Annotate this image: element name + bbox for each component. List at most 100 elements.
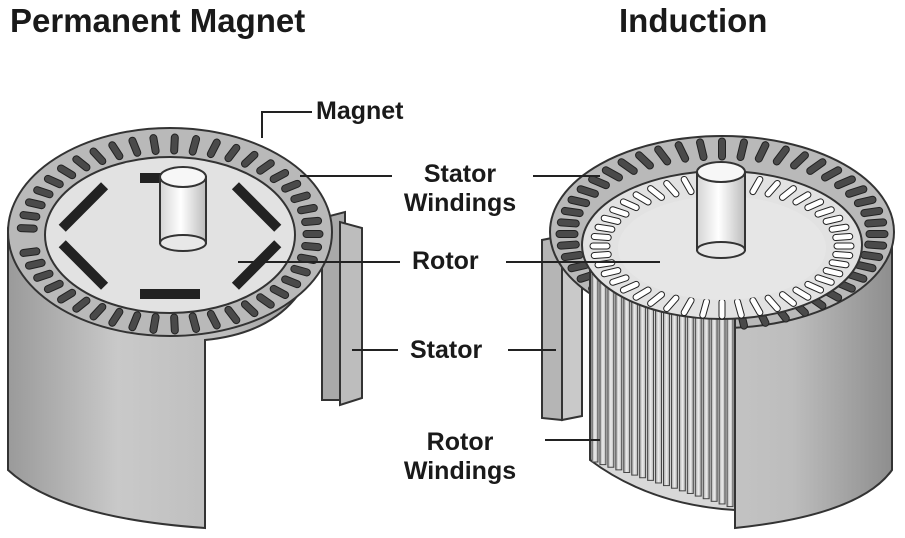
ind-stator-slot bbox=[567, 195, 591, 208]
ind-stator-slot bbox=[556, 218, 580, 228]
ind-stator-slot bbox=[576, 185, 599, 198]
ind-rotor-slot bbox=[764, 179, 781, 198]
ind-stator-slot bbox=[617, 158, 638, 175]
ind-rotor-bar bbox=[631, 278, 639, 476]
ind-rotor-slot bbox=[792, 191, 812, 206]
ind-stator-slot bbox=[588, 175, 610, 190]
ind-rotor-bar bbox=[599, 271, 607, 466]
ind-rotor-bar bbox=[686, 290, 694, 494]
title-permanent-magnet: Permanent Magnet bbox=[10, 2, 306, 39]
ind-stator-slot bbox=[865, 230, 889, 238]
ind-rotor-bar bbox=[710, 295, 718, 502]
pm-stator-slot bbox=[290, 264, 311, 277]
ind-rotor-slot bbox=[828, 223, 850, 233]
pm-stator-slot bbox=[33, 186, 54, 199]
pm-stator-slot bbox=[57, 164, 77, 180]
ind-stator-slot bbox=[772, 145, 790, 166]
pm-stator-slot bbox=[170, 313, 179, 335]
pm-stator-slot bbox=[72, 296, 91, 313]
pm-stator-slot bbox=[108, 141, 124, 161]
ind-stator-slot bbox=[654, 145, 672, 166]
ind-stator-slot bbox=[864, 218, 888, 228]
pm-stator-slot bbox=[206, 309, 221, 330]
ind-rotor-slot bbox=[609, 206, 630, 218]
ind-rotor-slot bbox=[647, 185, 665, 201]
ind-rotor-slot bbox=[590, 233, 612, 242]
pm-stator-slot bbox=[290, 191, 311, 204]
pm-stator-slots bbox=[16, 133, 324, 335]
pm-stator-slot bbox=[89, 147, 107, 166]
ind-rotor-slot bbox=[822, 267, 844, 278]
ind-stator-slot bbox=[635, 151, 654, 170]
pm-stator-slot bbox=[301, 216, 323, 227]
ind-rotor-slots bbox=[589, 172, 855, 320]
pm-magnet-bar bbox=[58, 240, 109, 290]
title-induction: Induction bbox=[619, 2, 768, 39]
pm-magnets bbox=[58, 173, 282, 299]
ind-rotor-slot bbox=[804, 198, 825, 212]
ind-rotor-slot bbox=[779, 291, 797, 307]
ind-rotor-slot bbox=[828, 259, 850, 269]
ind-stator-slot bbox=[556, 240, 580, 250]
ind-stator-slot bbox=[860, 206, 884, 218]
pm-stator-slot bbox=[224, 143, 241, 163]
ind-stator-slot bbox=[555, 230, 579, 238]
pm-stator-slot bbox=[188, 312, 201, 333]
ind-stator-slot bbox=[736, 138, 748, 162]
ind-rotor-slot bbox=[632, 286, 652, 301]
pm-stator-slot bbox=[297, 203, 318, 215]
ind-rotor-bar bbox=[726, 299, 734, 508]
label-stator-windings: Stator Windings bbox=[384, 160, 536, 218]
ind-stator-slot bbox=[696, 138, 708, 162]
ind-stator-slot bbox=[601, 166, 623, 182]
pm-stator-slot bbox=[301, 241, 323, 252]
ind-rotor-slot bbox=[814, 206, 835, 218]
ind-rotor-bar bbox=[694, 292, 702, 497]
pm-stator-slot bbox=[256, 159, 275, 175]
pm-stator-slot bbox=[240, 150, 259, 168]
ind-rotor-bar bbox=[607, 272, 615, 468]
induction-motor bbox=[541, 135, 895, 530]
ind-rotor-slot bbox=[822, 214, 844, 225]
label-rotor: Rotor bbox=[412, 247, 479, 275]
label-stator-windings-line1: Stator bbox=[423, 160, 497, 188]
ind-rotor-bar bbox=[623, 276, 631, 473]
ind-rotor-slot bbox=[804, 280, 825, 294]
leader-magnet bbox=[261, 111, 312, 138]
pm-stator-slot bbox=[149, 313, 160, 334]
pm-magnet-bar bbox=[231, 240, 282, 290]
ind-rotor-slot bbox=[632, 191, 652, 206]
pm-stator-slot bbox=[206, 138, 221, 159]
ind-rotor-slot bbox=[832, 250, 854, 259]
pm-stator-slot bbox=[256, 293, 275, 309]
ind-rotor-slot bbox=[718, 298, 726, 320]
ind-rotor-slot bbox=[764, 294, 781, 313]
ind-rotor-slot bbox=[600, 214, 622, 225]
label-magnet: Magnet bbox=[316, 97, 404, 125]
pm-stator-slot bbox=[43, 174, 64, 189]
ind-rotor-bar bbox=[702, 293, 710, 500]
pm-magnet-bar bbox=[140, 289, 200, 299]
pm-magnet-bar bbox=[58, 182, 109, 232]
pm-stator-slot bbox=[128, 311, 142, 332]
pm-stator-cut-inner bbox=[339, 220, 363, 407]
ind-stator-slot bbox=[790, 151, 809, 170]
ind-rotor-bar bbox=[718, 297, 726, 505]
pm-stator-slot bbox=[43, 279, 64, 294]
ind-stator-slot bbox=[806, 158, 827, 175]
pm-stator-slot bbox=[170, 133, 179, 155]
ind-rotor-slot bbox=[814, 274, 835, 286]
pm-stator-slot bbox=[281, 275, 302, 289]
ind-rotor-bar bbox=[615, 274, 623, 471]
ind-rotor-slot bbox=[600, 267, 622, 278]
leader-lines bbox=[238, 111, 660, 441]
ind-rotor-bar bbox=[591, 269, 599, 463]
pm-motor bbox=[7, 127, 363, 530]
ind-stator-slot bbox=[834, 175, 856, 190]
pm-shaft bbox=[159, 166, 207, 252]
pm-stator-slot bbox=[24, 258, 46, 270]
pm-stator-slot bbox=[72, 155, 91, 172]
pm-stator-slot bbox=[16, 224, 38, 233]
pm-stator-slot bbox=[224, 305, 241, 325]
